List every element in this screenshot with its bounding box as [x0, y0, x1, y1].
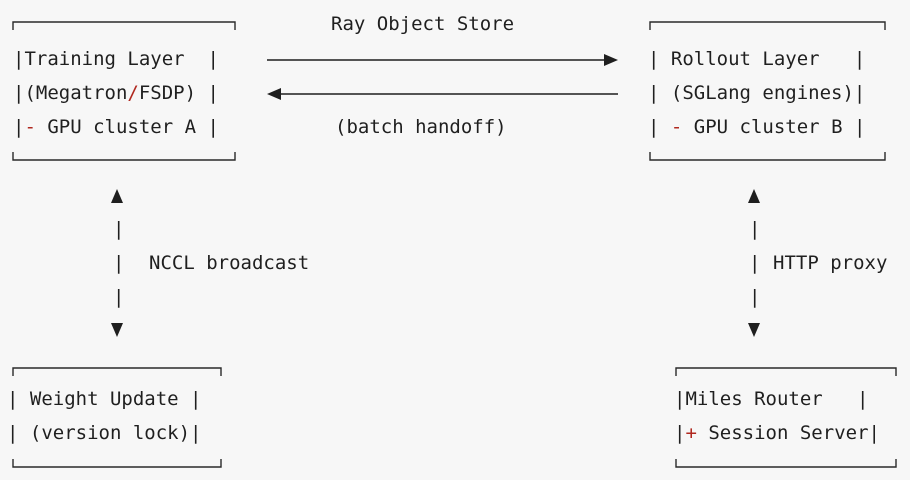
router-line-1: |Miles Router | [674, 388, 869, 410]
right-pipe-3: | [749, 286, 761, 308]
rollout-line-2: | (SGLang engines)| [648, 82, 866, 104]
weight-line-1: | Weight Update | [7, 388, 202, 410]
left-pipe-2: | [113, 252, 125, 274]
bottom-label: (batch handoff) [335, 116, 507, 138]
right-link-label: HTTP proxy [773, 252, 888, 274]
weight-box-outline [12, 367, 222, 468]
training-framework-a: (Megatron [24, 82, 128, 104]
training-line-2: |(Megatron/FSDP) | [13, 82, 219, 104]
rollout-line-1: | Rollout Layer | [648, 48, 866, 70]
training-framework-b: FSDP) [138, 82, 197, 104]
router-box-outline [675, 367, 897, 468]
top-label: Ray Object Store [331, 13, 515, 35]
training-cluster: GPU cluster A [47, 116, 197, 138]
training-line-1: |Training Layer | [13, 48, 219, 70]
left-pipe-3: | [113, 286, 125, 308]
rollout-engines: (SGLang engines) [670, 82, 854, 104]
router-session: Session Server [708, 422, 869, 444]
arrow-left [267, 88, 618, 100]
training-box-outline [12, 21, 236, 161]
weight-line-2: | (version lock)| [7, 422, 202, 444]
router-line-2: |+ Session Server| [674, 422, 880, 444]
right-pipe-1: | [749, 218, 761, 240]
rollout-dash: - [670, 116, 683, 138]
training-title: Training Layer [24, 48, 185, 70]
arrow-right [267, 54, 618, 66]
right-pipe-2: | [749, 252, 761, 274]
rollout-box-outline [649, 21, 886, 161]
left-link-label: NCCL broadcast [149, 252, 310, 274]
router-title: Miles Router [685, 388, 823, 410]
weight-title: Weight Update [29, 388, 179, 410]
router-plus: + [685, 422, 697, 444]
training-line-3: |- GPU cluster A | [13, 116, 219, 138]
left-vertical-arrow [111, 189, 123, 337]
weight-version: (version lock) [29, 422, 191, 444]
training-slash: / [127, 82, 139, 104]
training-dash: - [24, 116, 36, 138]
rollout-title: Rollout Layer [670, 48, 820, 70]
rollout-line-3: | - GPU cluster B | [648, 116, 866, 138]
left-pipe-1: | [113, 218, 125, 240]
rollout-cluster: GPU cluster B [693, 116, 843, 138]
right-vertical-arrow [748, 189, 760, 337]
